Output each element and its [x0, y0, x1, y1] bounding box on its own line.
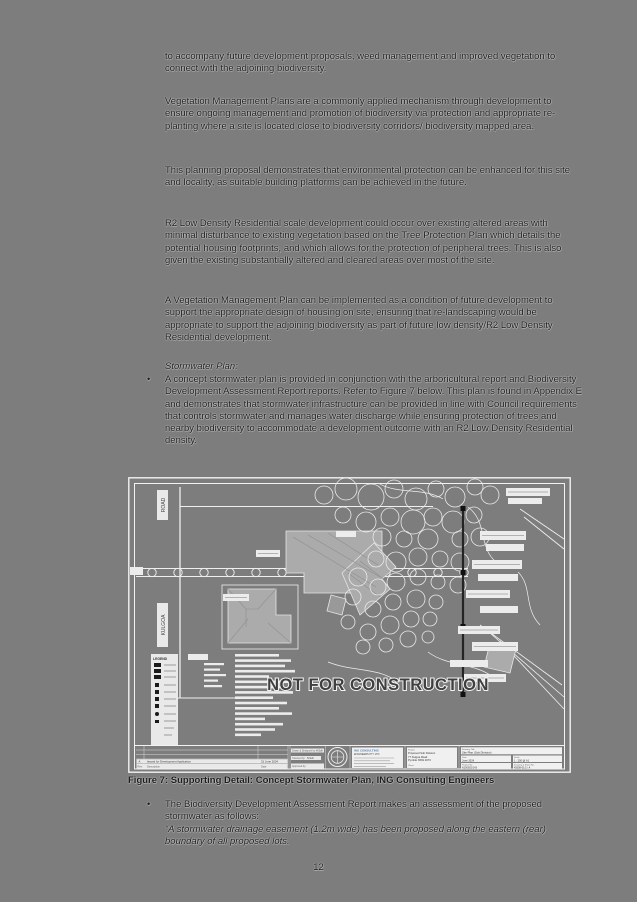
col-description: Description	[147, 765, 161, 769]
col-date: Date	[261, 765, 267, 769]
paragraph-3: This planning proposal demonstrates that…	[165, 165, 571, 189]
project-no-label: Project No.	[462, 764, 473, 767]
client-label: Client	[408, 764, 414, 767]
project-label: Project	[408, 748, 415, 751]
stormwater-plan-heading: Stormwater Plan:	[165, 361, 238, 372]
drawing-meta-block: Drawing Title Site Plan (Sub Division) D…	[458, 746, 562, 769]
revision-letter: A	[139, 760, 141, 764]
stormwater-plan-drawing: ROAD KULGOA LEGEND NOT FOR CO	[128, 477, 571, 773]
tree-canopies	[314, 477, 500, 655]
bullet-stormwater-text: A concept stormwater plan is provided in…	[165, 374, 582, 447]
paragraph-2: Vegetation Management Plans are a common…	[165, 96, 556, 132]
project-value: Proposed Sub Division	[408, 751, 436, 755]
revision-date: 31 June 2024	[261, 760, 278, 764]
paragraph-5: A Vegetation Management Plan can be impl…	[165, 295, 553, 343]
bullet-bdar-assessment: • The Biodiversity Development Assessmen…	[147, 799, 583, 848]
drawn-by-value: H.Sufi	[316, 750, 323, 753]
date-label: Date	[462, 756, 467, 759]
not-for-construction-watermark: NOT FOR CONSTRUCTION	[267, 676, 489, 694]
legend-title: LEGEND	[153, 657, 168, 661]
bdar-quote-text: “A stormwater drainage easement (1.2m wi…	[165, 823, 546, 847]
drawing-frame	[128, 477, 571, 773]
scale-value: 1 : 200 @ A1	[514, 758, 530, 762]
project-no-value: A200002/143	[462, 766, 477, 769]
legend-box: LEGEND	[151, 654, 178, 746]
drawing-no-label: Drawing & Sheet No.	[514, 764, 535, 767]
project-address-1: 77 Kulgoa Road	[408, 755, 428, 759]
figure-7-stormwater-plan: ROAD KULGOA LEGEND NOT FOR CO	[128, 477, 571, 773]
scale-label: Scale	[514, 757, 520, 759]
personnel-block: Drawn & Designed by: H.Sufi Checked by: …	[289, 746, 324, 769]
approval-stamp	[325, 746, 348, 769]
bullet-stormwater-plan: • A concept stormwater plan is provided …	[147, 374, 583, 448]
company-block: ING CONSULTING ENGINEERS PTY LTD	[349, 746, 403, 769]
building-roof-lines	[227, 532, 387, 644]
checked-by-label: Checked by:	[292, 757, 306, 760]
street-labels: ROAD KULGOA	[157, 490, 168, 647]
revision-description: Issued for Development Application	[147, 760, 191, 764]
drawing-title-label: Drawing Title	[462, 748, 475, 751]
company-name-line2: ENGINEERS PTY LTD	[354, 753, 380, 756]
bullet-marker-2: •	[147, 799, 151, 810]
building-footprints	[227, 530, 517, 674]
bullet-marker: •	[147, 374, 151, 385]
company-name-line1: ING CONSULTING	[354, 749, 380, 753]
revisions-table: A Issued for Development Application 31 …	[136, 746, 289, 769]
drawing-title-value: Site Plan (Sub Division)	[462, 751, 491, 755]
project-block: Project Proposed Sub Division 77 Kulgoa …	[404, 746, 457, 769]
drawing-no-value: 42008-01/1 / A	[514, 766, 531, 769]
figure-caption: Figure 7: Supporting Detail: Concept Sto…	[128, 775, 495, 786]
notes-column	[204, 654, 295, 737]
paragraph-1: to accompany future development proposal…	[165, 51, 556, 75]
kulgoa-label: KULGOA	[161, 614, 167, 636]
checked-by-value: N.Sufi	[307, 757, 314, 760]
callout-boxes	[130, 488, 550, 682]
bdar-intro-text: The Biodiversity Development Assessment …	[165, 799, 543, 823]
road-label: ROAD	[161, 497, 167, 512]
drainage-easement-line	[460, 506, 466, 697]
approved-by-label: Approved by:	[292, 765, 306, 768]
drawn-by-label: Drawn & Designed by:	[292, 750, 316, 753]
col-rev: Rev	[138, 765, 143, 769]
paragraph-4: R2 Low Density Residential scale develop…	[165, 218, 562, 266]
title-block: A Issued for Development Application 31 …	[134, 745, 565, 769]
page-number: 12	[313, 862, 324, 873]
project-address-2: Pymble NSW 2073	[408, 758, 431, 762]
date-value: June 2024	[462, 758, 475, 762]
